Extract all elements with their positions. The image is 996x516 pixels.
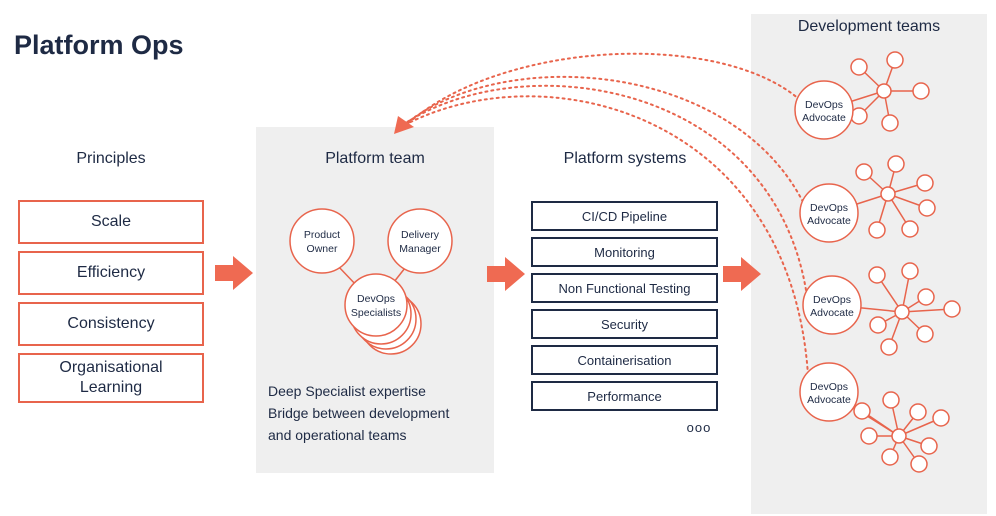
team-member-node (917, 288, 935, 306)
principles-heading: Principles (76, 150, 146, 167)
team-hub-node (876, 83, 892, 99)
svg-text:ooo: ooo (687, 420, 712, 435)
advocate-label: Advocate (810, 307, 854, 319)
team-member-node (909, 403, 927, 421)
team-member-node (918, 199, 936, 217)
role-label: Product (304, 229, 340, 241)
team-member-node (920, 437, 938, 455)
system-security: Security (531, 309, 718, 339)
flow-arrow-systems-to-dev-teams (723, 257, 761, 291)
role-label: Delivery (401, 229, 440, 241)
principle-label: Consistency (67, 315, 155, 332)
team-member-node (850, 58, 868, 76)
team-member-node (860, 427, 878, 445)
devops-specialists-stack (344, 273, 422, 355)
product-owner-node: Product Owner (289, 208, 355, 274)
team-member-node (880, 338, 898, 356)
system-performance: Performance (531, 381, 718, 411)
team-member-node (868, 221, 886, 239)
page-title: Platform Ops (14, 30, 184, 60)
devops-advocate-node (802, 275, 862, 335)
feedback-curves (398, 52, 809, 376)
team-member-node (943, 300, 961, 318)
role-label: DevOps (357, 293, 395, 305)
advocate-label: Advocate (802, 112, 846, 124)
advocate-label: Advocate (807, 215, 851, 227)
team-member-node (932, 409, 950, 427)
team-member-node (853, 402, 871, 420)
platform-systems-heading: Platform systems (563, 150, 687, 167)
system-monitoring: Monitoring (531, 237, 718, 267)
team-member-node (855, 163, 873, 181)
principle-consistency: Consistency (18, 302, 204, 346)
team-member-node (882, 391, 900, 409)
team-member-node (910, 455, 928, 473)
principle-label-line2: Learning (79, 379, 143, 396)
team-hub-node (880, 186, 896, 202)
development-team-clusters: DevOpsAdvocateDevOpsAdvocateDevOpsAdvoca… (794, 51, 961, 473)
devops-specialists-node: DevOps Specialists (351, 293, 401, 319)
team-member-node (868, 266, 886, 284)
development-teams-heading: Development teams (797, 18, 941, 35)
flow-arrow-team-to-systems (487, 257, 525, 291)
team-member-node (881, 448, 899, 466)
team-hub-node (894, 304, 910, 320)
devops-advocate-node (794, 80, 854, 140)
description-line: Bridge between development (268, 405, 450, 421)
role-label: Owner (307, 243, 338, 255)
flow-arrow-principles-to-team (215, 256, 253, 290)
advocate-label: DevOps (813, 294, 851, 306)
team-member-node (886, 51, 904, 69)
team-hub-node (891, 428, 907, 444)
advocate-label: DevOps (810, 381, 848, 393)
delivery-manager-node: Delivery Manager (387, 208, 453, 274)
more-systems-indicator: ooo (687, 420, 712, 435)
principle-label: Scale (90, 213, 132, 230)
team-member-node (887, 155, 905, 173)
team-member-node (869, 316, 887, 334)
platform-team-heading: Platform team (325, 150, 425, 167)
team-member-node (916, 174, 934, 192)
devops-advocate-node (799, 362, 859, 422)
team-member-node (901, 262, 919, 280)
role-label: Specialists (351, 307, 401, 319)
principle-scale: Scale (18, 200, 204, 244)
system-cicd-pipeline: CI/CD Pipeline (531, 201, 718, 231)
advocate-label: DevOps (805, 99, 843, 111)
system-non-functional-testing: Non Functional Testing (531, 273, 718, 303)
principle-organisational-learning: Organisational Learning (18, 353, 204, 403)
team-member-node (901, 220, 919, 238)
description-line: and operational teams (268, 427, 407, 443)
description-line: Deep Specialist expertise (268, 383, 426, 399)
platform-team-description: Deep Specialist expertise Bridge between… (268, 380, 498, 446)
team-member-node (916, 325, 934, 343)
principle-label: Efficiency (76, 264, 146, 281)
principle-label-line1: Organisational (59, 359, 163, 376)
feedback-arrowhead (394, 116, 414, 134)
devops-advocate-node (799, 183, 859, 243)
team-member-node (881, 114, 899, 132)
system-containerisation: Containerisation (531, 345, 718, 375)
principle-efficiency: Efficiency (18, 251, 204, 295)
advocate-label: DevOps (810, 202, 848, 214)
role-label: Manager (399, 243, 441, 255)
team-member-node (912, 82, 930, 100)
advocate-label: Advocate (807, 394, 851, 406)
